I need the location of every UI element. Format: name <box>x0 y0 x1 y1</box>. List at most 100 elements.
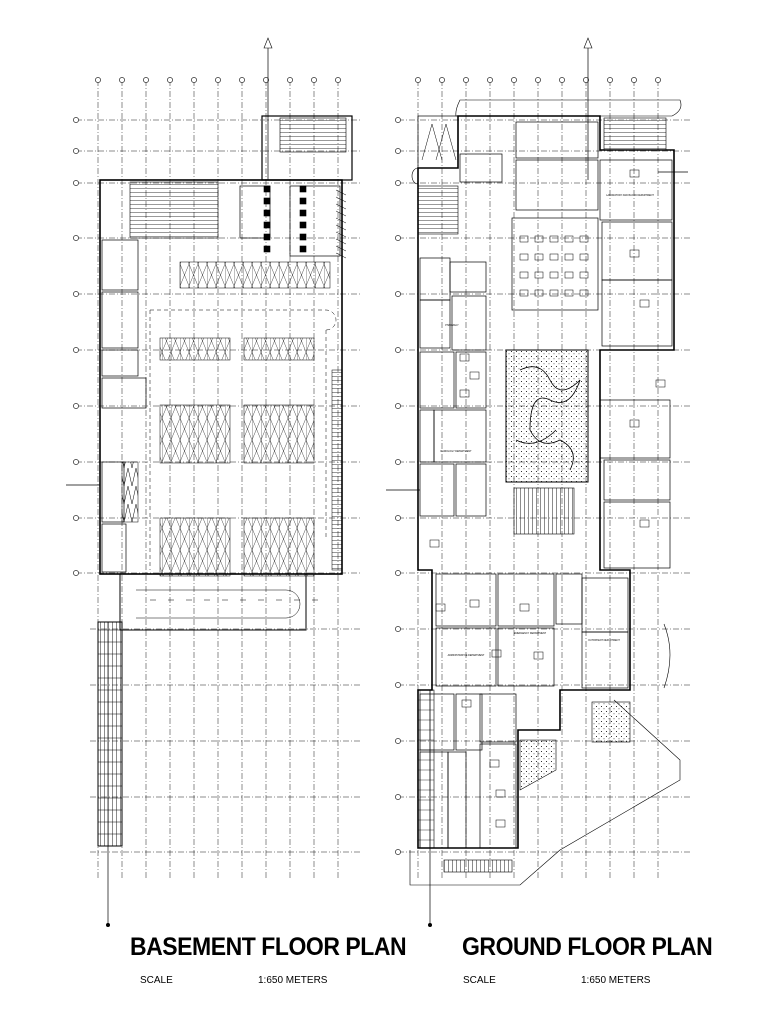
wall-line <box>335 238 347 245</box>
desk-icon <box>564 289 574 297</box>
desk-icon <box>579 235 589 243</box>
column <box>263 185 271 193</box>
department-room <box>455 463 487 517</box>
department-room <box>449 261 487 293</box>
grid-bubble <box>583 77 589 83</box>
grid-bubble <box>395 738 401 744</box>
basement-service-room <box>101 239 139 291</box>
department-label: EMERGENCY DEPARTMENT <box>514 632 547 635</box>
fixture-icon <box>639 519 650 528</box>
column <box>263 245 271 253</box>
basement-scale-label: SCALE <box>140 975 173 986</box>
desk-icon <box>519 289 529 297</box>
desk-icon <box>564 235 574 243</box>
grid-bubble <box>395 570 401 576</box>
column <box>299 221 307 229</box>
department-room <box>601 279 673 347</box>
department-room <box>581 577 629 633</box>
fixture-icon <box>629 419 640 428</box>
parking-bay-row <box>179 261 331 289</box>
grid-bubble <box>73 235 79 241</box>
grid-bubble <box>73 117 79 123</box>
grid-bubble <box>311 77 317 83</box>
desk-icon <box>519 271 529 279</box>
fixture-icon <box>533 651 544 660</box>
department-room <box>447 751 467 849</box>
desk-icon <box>549 289 559 297</box>
wall-line <box>335 231 347 238</box>
desk-icon <box>579 271 589 279</box>
ground-ramp <box>417 185 459 235</box>
department-room <box>497 627 555 687</box>
grid-bubble <box>395 347 401 353</box>
grid-bubble <box>395 148 401 154</box>
fixture-icon <box>459 389 470 398</box>
grid-bubble <box>73 347 79 353</box>
department-room <box>459 153 503 183</box>
desk-icon <box>564 253 574 261</box>
basement-mechanical <box>279 117 347 153</box>
department-room <box>455 351 487 409</box>
desk-icon <box>549 253 559 261</box>
desk-icon <box>534 289 544 297</box>
grid-bubble <box>73 459 79 465</box>
ground-scale-value: 1:650 METERS <box>581 975 651 986</box>
grid-bubble <box>631 77 637 83</box>
department-room <box>603 501 671 569</box>
basement-service-room <box>101 291 139 349</box>
wall-line <box>335 189 347 196</box>
fixture-icon <box>519 603 530 612</box>
department-room <box>479 693 517 743</box>
site-canopy <box>455 99 682 117</box>
grid-bubble <box>73 148 79 154</box>
grid-bubble <box>511 77 517 83</box>
grid-bubble <box>73 180 79 186</box>
department-room <box>497 573 555 627</box>
site-boundary <box>409 699 681 886</box>
department-room <box>419 257 451 301</box>
grid-bubble <box>395 626 401 632</box>
fixture-icon <box>461 699 472 708</box>
department-room <box>455 693 483 751</box>
parking-bay-row <box>159 337 231 361</box>
wall-line <box>335 252 347 259</box>
department-room <box>451 295 487 351</box>
parking-bay-row <box>243 404 315 464</box>
north-arrow-icon <box>263 37 273 49</box>
fixture-icon <box>655 379 666 388</box>
desk-icon <box>534 271 544 279</box>
desk-icon <box>519 235 529 243</box>
basement-service-room <box>101 523 127 573</box>
column <box>263 197 271 205</box>
basement-scale-value: 1:650 METERS <box>258 975 328 986</box>
column <box>299 209 307 217</box>
department-room <box>603 459 671 501</box>
wall-line <box>335 217 347 224</box>
grid-bubble <box>95 77 101 83</box>
department-room <box>581 631 629 689</box>
column <box>299 233 307 241</box>
grid-bubble <box>119 77 125 83</box>
department-room <box>515 121 599 159</box>
parking-bay-row <box>159 404 231 464</box>
fixture-icon <box>489 759 500 768</box>
entrance-curve <box>411 167 419 185</box>
north-arrow-icon <box>583 37 593 49</box>
grid-bubble <box>395 403 401 409</box>
department-room <box>419 351 455 409</box>
section-marker-icon <box>106 923 110 927</box>
wall-line <box>335 196 347 203</box>
fixture-icon <box>629 249 640 258</box>
desk-icon <box>534 235 544 243</box>
courtyard-path <box>515 366 581 471</box>
wall-line <box>335 224 347 231</box>
section-marker-icon <box>428 923 432 927</box>
department-label: ADMINISTRATIVE DEPARTMENT <box>448 654 485 657</box>
fixture-icon <box>495 819 506 828</box>
drop-off-ramp <box>443 859 513 873</box>
grid-bubble <box>535 77 541 83</box>
ground-plan-title: GROUND FLOOR PLAN <box>462 933 713 961</box>
ground-floor-plan: LABORATORY AND BLOOD DEPARTMENTPHARMACYR… <box>386 37 690 927</box>
ramp-curve <box>136 589 301 619</box>
grid-bubble <box>335 77 341 83</box>
